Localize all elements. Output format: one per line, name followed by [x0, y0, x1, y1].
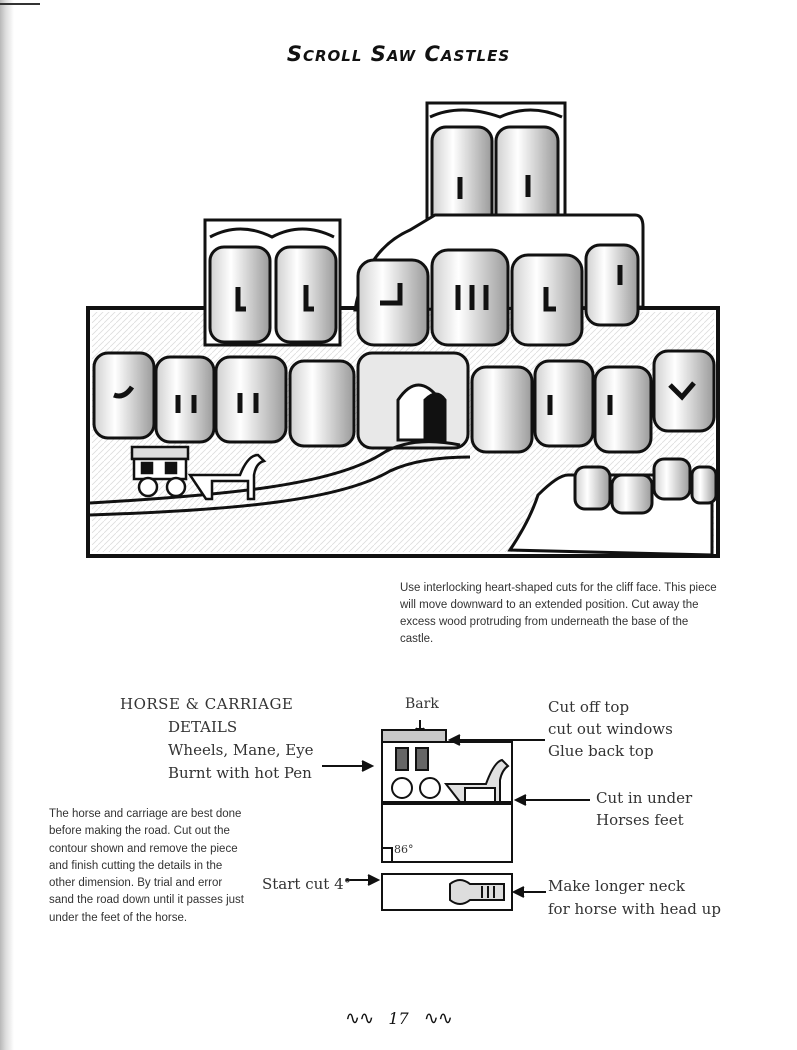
- illustration-caption: Use interlocking heart-shaped cuts for t…: [400, 582, 717, 645]
- horse-carriage-instructions: The horse and carriage are best done bef…: [49, 808, 244, 924]
- note-angle: 86°: [394, 843, 414, 856]
- note-cut-in-under: Cut in under: [596, 789, 693, 807]
- details-subheading: DETAILS: [168, 718, 238, 736]
- note-glue-back-top: Glue back top: [548, 742, 654, 760]
- details-line-wheels: Wheels, Mane, Eye: [168, 741, 314, 759]
- carriage-cut-diagram: [322, 720, 590, 911]
- note-cut-off-top: Cut off top: [548, 698, 630, 716]
- page-title: Scroll Saw Castles: [286, 42, 511, 66]
- note-make-longer-neck: Make longer neck: [548, 877, 685, 895]
- castle-illustration: [86, 101, 720, 558]
- note-horse-head-up: for horse with head up: [548, 900, 721, 918]
- note-cut-out-windows: cut out windows: [548, 720, 673, 738]
- ornament-right: ∿∿: [423, 1008, 453, 1029]
- details-heading: HORSE & CARRIAGE: [120, 695, 294, 713]
- note-bark: Bark: [405, 696, 439, 712]
- page-edge-shadow: [0, 0, 14, 1050]
- page-footer: ∿∿ 17 ∿∿: [0, 1008, 797, 1029]
- page-number: 17: [388, 1009, 409, 1028]
- note-horses-feet: Horses feet: [596, 811, 684, 829]
- ornament-left: ∿∿: [345, 1008, 374, 1029]
- details-line-burnt: Burnt with hot Pen: [168, 764, 312, 782]
- page-edge-line: [0, 3, 40, 5]
- note-start-cut: Start cut 4°: [262, 875, 352, 893]
